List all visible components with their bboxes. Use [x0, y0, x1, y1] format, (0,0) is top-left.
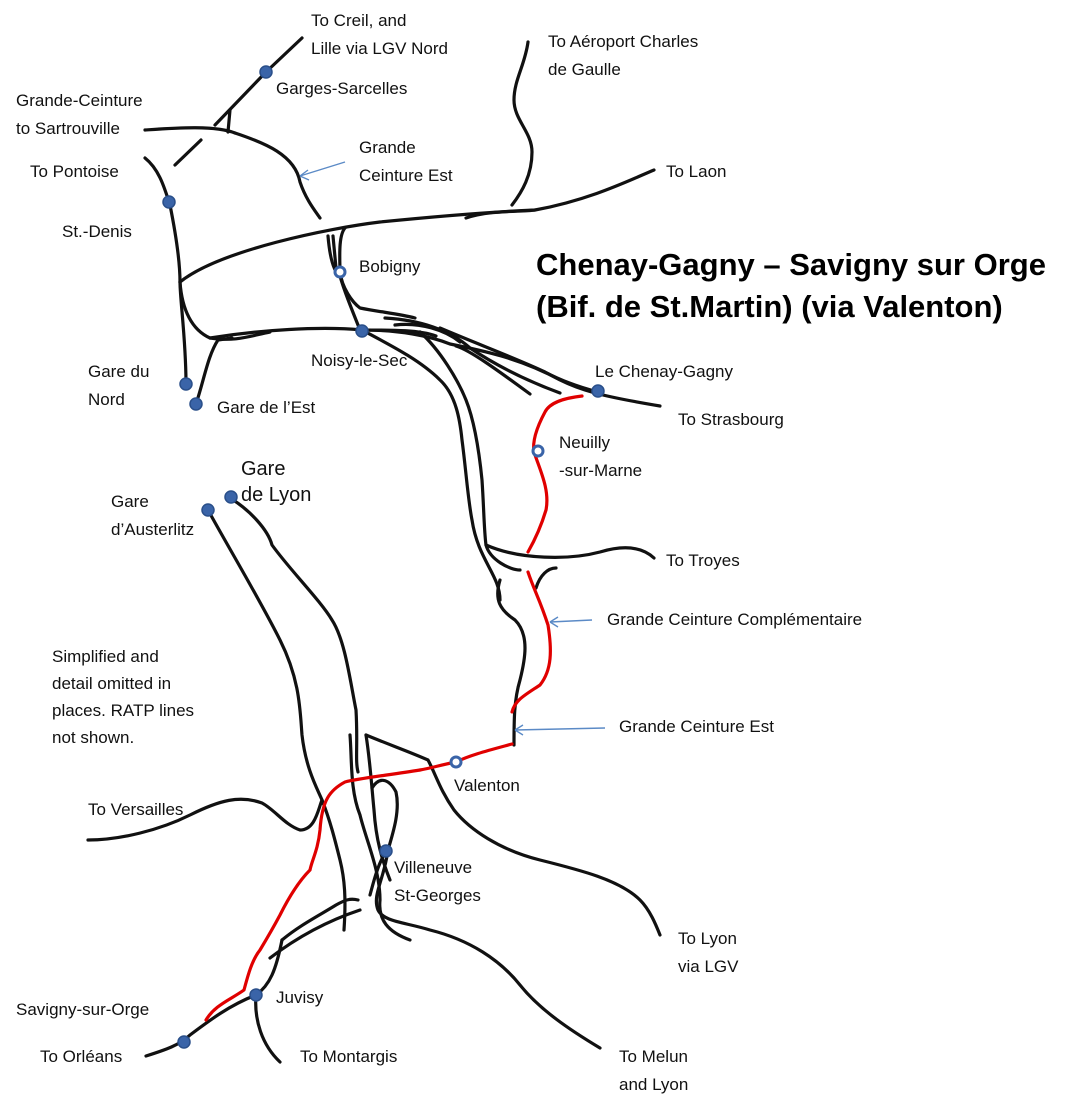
track-stdenis-branch: [173, 138, 203, 167]
label-garges-sarcelles: Garges-Sarcelles: [276, 79, 408, 98]
label-gc-est-south: Grande Ceinture Est: [619, 717, 774, 736]
route-chenay-neuilly: [532, 394, 584, 454]
map-title-line1: Chenay-Gagny – Savigny sur Orge: [536, 247, 1046, 282]
label-lyon-lgv: To Lyon via LGV: [678, 929, 739, 976]
track-pontoise: [143, 156, 182, 284]
track-austerlitz: [206, 508, 347, 932]
track-montargis: [254, 993, 282, 1064]
label-noisy-le-sec: Noisy-le-Sec: [311, 351, 408, 370]
label-juvisy: Juvisy: [276, 988, 324, 1007]
label-versailles: To Versailles: [88, 800, 184, 819]
track-bobigny-inner: [331, 234, 338, 270]
label-gc-sartrouville: Grande-Ceinture to Sartrouville: [16, 91, 143, 138]
track-villeneuve-branch: [368, 853, 386, 897]
arrow-gc-est-south: [514, 727, 606, 731]
label-melun-lyon: To Melun and Lyon: [619, 1047, 689, 1094]
label-gc-est-north: Grande Ceinture Est: [359, 138, 453, 185]
label-montargis: To Montargis: [300, 1047, 398, 1066]
label-laon: To Laon: [666, 162, 727, 181]
station-noisy-le-sec: [355, 324, 369, 338]
track-valenton-link: [364, 733, 662, 937]
track-laon-short: [464, 208, 537, 220]
map-title-line2: (Bif. de St.Martin) (via Valenton): [536, 289, 1003, 324]
track-gare-de-lest: [194, 336, 234, 406]
arrow-head-gc-est-south: [514, 724, 524, 736]
station-gare-de-lyon: [224, 490, 238, 504]
track-strasbourg-c: [438, 326, 600, 394]
label-neuilly-sur-marne: Neuilly -sur-Marne: [559, 433, 643, 480]
station-valenton: [449, 755, 463, 769]
track-strasbourg-b: [383, 316, 562, 395]
label-gare-du-nord: Gare du Nord: [88, 362, 150, 409]
station-bobigny: [333, 265, 347, 279]
label-le-chenay-gagny: Le Chenay-Gagny: [595, 362, 733, 381]
track-corridor-east: [418, 330, 522, 572]
track-lyon-southwest: [348, 733, 412, 942]
track-strasbourg-d: [393, 322, 462, 344]
label-st-denis: St.-Denis: [62, 222, 132, 241]
label-creil: To Creil, and Lille via LGV Nord: [311, 11, 449, 58]
label-troyes: To Troyes: [666, 551, 740, 570]
track-gc-est-north: [233, 131, 322, 220]
arrow-head-gc-est-north: [299, 169, 310, 181]
station-gare-du-nord: [179, 377, 193, 391]
track-juvisy-a: [280, 897, 360, 942]
pointer-arrows: [299, 161, 606, 736]
track-troyes: [484, 543, 656, 560]
track-main-east: [178, 168, 656, 284]
label-savigny-sur-orge: Savigny-sur-Orge: [16, 1000, 150, 1019]
track-corridor-west: [360, 328, 502, 602]
route-valenton-west: [204, 768, 422, 1022]
track-melun: [374, 848, 602, 1050]
track-bobigny-east: [338, 226, 417, 320]
label-gare-de-lyon: Gare de Lyon: [241, 458, 312, 506]
label-aeroport: To Aéroport Charles de Gaulle: [548, 32, 699, 79]
label-bobigny: Bobigny: [359, 257, 421, 276]
label-gc-complementaire: Grande Ceinture Complémentaire: [607, 610, 863, 629]
stations: [162, 65, 605, 1049]
label-strasbourg: To Strasbourg: [678, 410, 784, 429]
track-aeroport: [510, 40, 534, 207]
track-gc-sartrouville: [143, 126, 237, 135]
label-gare-de-lest: Gare de l’Est: [217, 398, 316, 417]
station-st-denis: [162, 195, 176, 209]
station-villeneuve-st-georges: [379, 844, 393, 858]
station-gare-austerlitz: [201, 503, 215, 517]
label-orleans: To Orléans: [40, 1047, 123, 1066]
arrow-gc-complementaire: [549, 619, 593, 623]
route-neuilly-south: [526, 450, 549, 554]
track-noisy-main: [208, 326, 438, 340]
station-juvisy: [249, 988, 263, 1002]
route-valenton: [418, 742, 514, 772]
station-le-chenay-gagny: [591, 384, 605, 398]
track-chenay-link: [454, 344, 532, 396]
arrow-gc-est-north: [299, 161, 346, 177]
label-valenton: Valenton: [454, 776, 520, 795]
label-villeneuve-st-georges: Villeneuve St-Georges: [394, 858, 481, 905]
black-track-lines-south: [86, 496, 662, 1064]
station-neuilly-sur-marne: [531, 444, 545, 458]
track-troyes-branch: [534, 566, 558, 590]
label-pontoise: To Pontoise: [30, 162, 119, 181]
track-gare-de-lyon: [228, 496, 360, 774]
track-corridor-south: [496, 578, 527, 747]
track-villeneuve-west: [364, 733, 392, 882]
station-garges-sarcelles: [259, 65, 273, 79]
station-savigny-sur-orge: [177, 1035, 191, 1049]
map-title: Chenay-Gagny – Savigny sur Orge (Bif. de …: [536, 244, 1046, 328]
label-gare-austerlitz: Gare d’Austerlitz: [111, 492, 195, 539]
arrow-head-gc-complementaire: [549, 616, 559, 628]
station-gare-de-lest: [189, 397, 203, 411]
map-note: Simplified and detail omitted in places.…: [52, 647, 195, 747]
track-gc-junction: [226, 108, 232, 134]
track-orleans: [144, 938, 284, 1058]
track-villeneuve-east: [370, 778, 399, 852]
route-gc-complementaire: [510, 570, 552, 714]
track-versailles: [86, 797, 324, 842]
